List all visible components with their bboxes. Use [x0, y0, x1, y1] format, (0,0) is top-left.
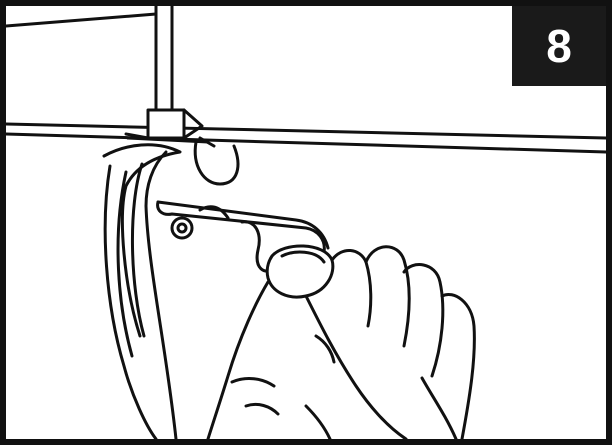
vertical-post — [156, 6, 172, 110]
step-number: 8 — [546, 23, 572, 69]
hand — [208, 246, 474, 439]
step-number-badge: 8 — [512, 6, 606, 86]
bracket-arms — [104, 145, 180, 439]
mounting-bracket — [126, 110, 238, 184]
